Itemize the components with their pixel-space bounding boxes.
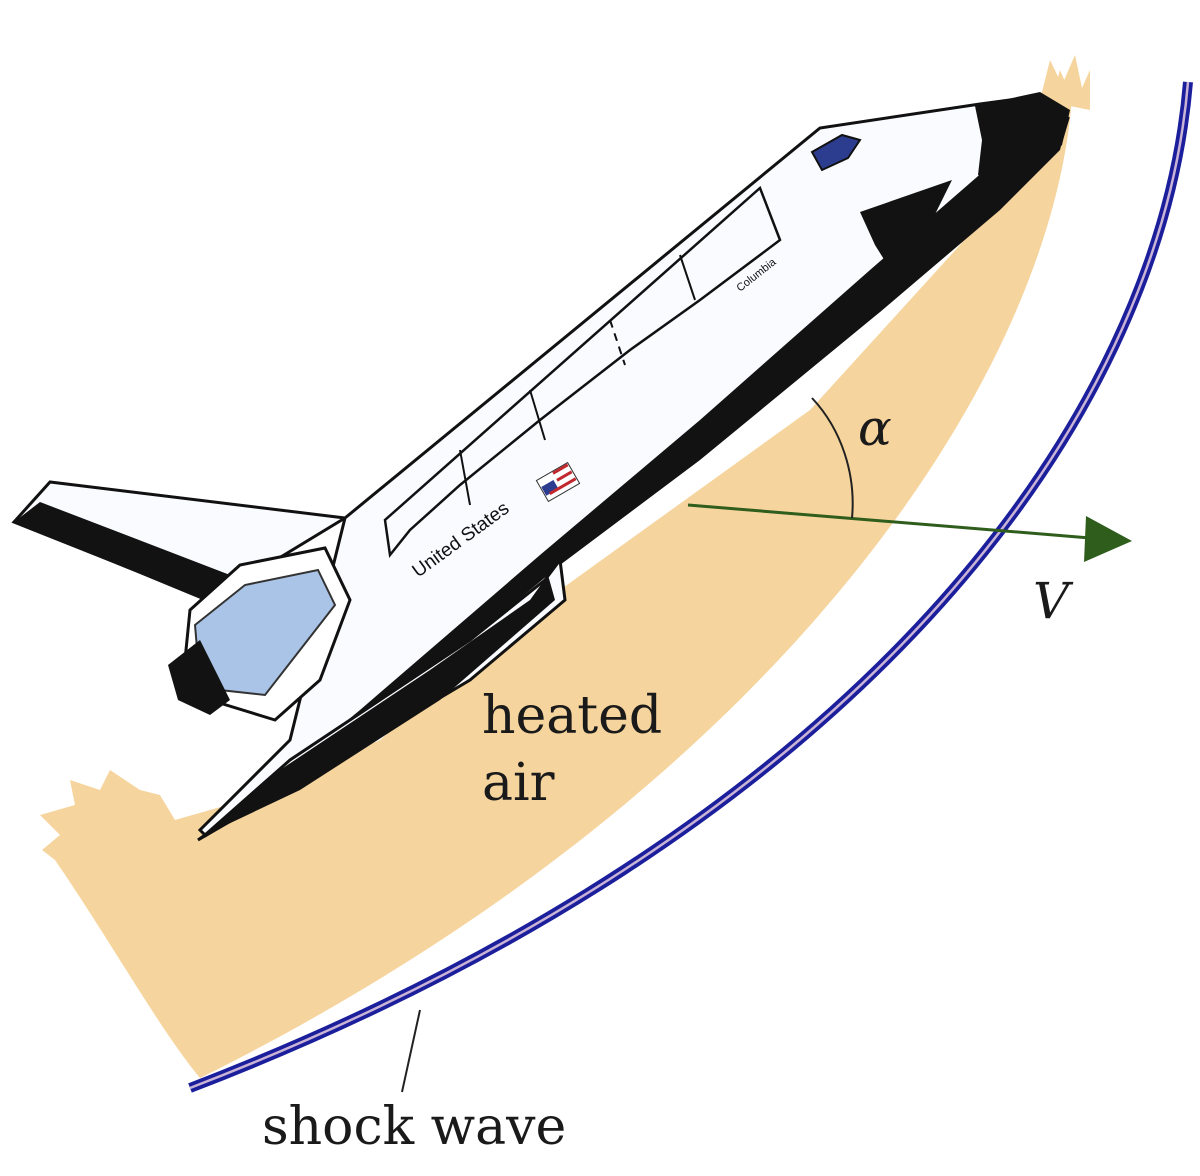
bay-door-seam-4 (679, 254, 696, 301)
engine-nozzle (168, 640, 230, 715)
alpha-label: α (858, 399, 892, 457)
bay-door-seam-3 (609, 319, 626, 366)
tail-fin-leading-edge (14, 502, 230, 605)
cockpit-window (810, 133, 862, 172)
bay-door-seam-1 (459, 449, 471, 506)
angle-of-attack-arc (811, 397, 854, 519)
heated-air-fringe-top (1040, 55, 1090, 110)
shock-wave-leader-line (401, 1009, 421, 1093)
velocity-label: V (1033, 572, 1074, 630)
space-shuttle-orbiter: United States Columbia (11, 92, 1070, 842)
heated-air-label-line2: air (482, 753, 555, 813)
velocity-vector-shaft (687, 503, 1091, 540)
heated-air-region (40, 70, 1072, 1078)
heated-air-label-line1: heated (482, 686, 662, 746)
wing-underside (205, 575, 555, 835)
forward-chine (860, 180, 952, 285)
heat-shield-belly (205, 110, 1068, 838)
shock-wave-label: shock wave (262, 1097, 566, 1157)
velocity-vector-arrowhead (1084, 516, 1132, 562)
bay-door-seam-2 (529, 389, 546, 441)
shock-wave-inner (189, 81, 1190, 1090)
us-flag-icon (535, 461, 581, 503)
nose-cap (975, 92, 1070, 190)
payload-bay-doors (383, 185, 782, 559)
